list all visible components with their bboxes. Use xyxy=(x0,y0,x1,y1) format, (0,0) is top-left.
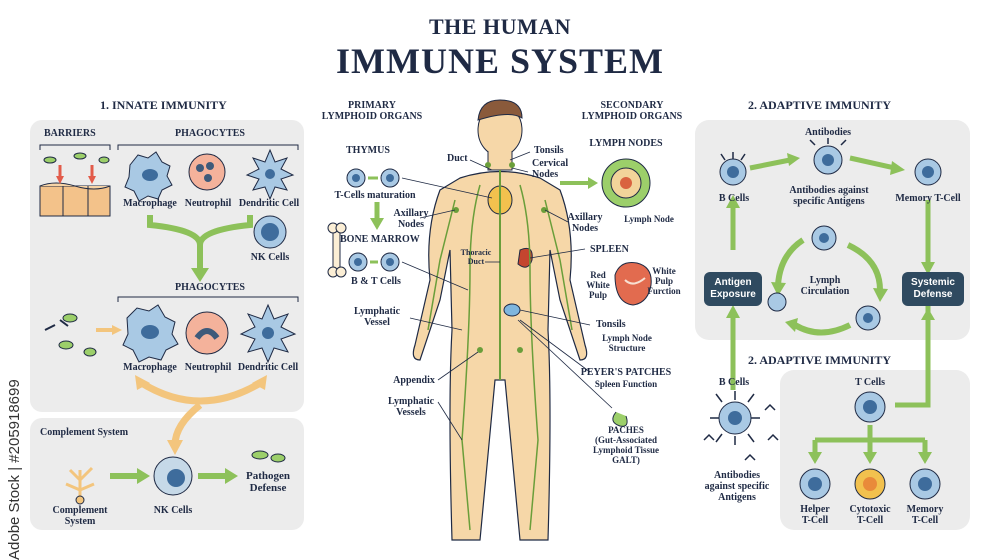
helper-tcell-label: Helper T-Cell xyxy=(800,504,830,526)
neutrophil2-icon xyxy=(185,311,229,355)
helper-tcell-icon xyxy=(799,468,831,500)
primary-organs-label: PRIMARY LYMPHOID ORGANS xyxy=(321,100,423,122)
phagocytes-bracket xyxy=(117,144,299,150)
systemic-defense-box: Systemic Defense xyxy=(902,272,964,306)
neutrophil-icon xyxy=(188,153,226,191)
b-cells2-label: B Cells xyxy=(718,377,750,388)
spleen-detail-icon xyxy=(614,262,652,306)
tonsils-label: Tonsils xyxy=(596,319,626,330)
nk-cell-icon xyxy=(253,215,287,249)
white-pulp-label: White Pulp Furction xyxy=(647,266,681,296)
red-white-pulp-label: Red White Pulp xyxy=(586,270,610,300)
bt-cells-label: B & T Cells xyxy=(351,276,401,287)
pathogens-icon xyxy=(44,313,122,357)
neutrophil-label: Neutrophil xyxy=(184,198,232,209)
phagocytes-top-label: PHAGOCYTES xyxy=(174,128,245,139)
paches-icon xyxy=(612,411,628,427)
phagocytes-mid-label: PHAGOCYTES xyxy=(174,282,245,293)
dendritic-cell-icon xyxy=(245,148,295,201)
antigen-exposure-box: Antigen Exposure xyxy=(704,272,762,306)
memory-tcell-icon xyxy=(914,158,942,186)
spleen-label: SPLEEN xyxy=(590,244,629,255)
phagocytes-bracket-2 xyxy=(117,296,299,302)
title-line2: IMMUNE SYSTEM xyxy=(335,41,665,81)
nk-cells2-label: NK Cells xyxy=(153,505,193,516)
memory-tcell2-icon xyxy=(909,468,941,500)
secondary-organs-label: SECONDARY LYMPHOID ORGANS xyxy=(581,100,683,122)
spleen-function-label: Spleen Function xyxy=(594,379,658,389)
memory-tcell-label: Memory T-Cell xyxy=(895,193,961,204)
lymphatic-vessels-label: Lymphatic Vessels xyxy=(387,396,435,418)
tonsils-top-label: Tonsils xyxy=(534,145,564,156)
lymph-node-label: Lymph Node xyxy=(624,214,674,224)
macrophage-label: Macrophage xyxy=(123,198,177,209)
antibodies-against-label: Antibodies against specific Antigens xyxy=(789,185,869,207)
thymus-cells-icon xyxy=(346,168,400,188)
memory-tcell2-label: Memory T-Cell xyxy=(906,504,944,526)
leader-lines xyxy=(401,151,613,441)
antibodies-against2-label: Antibodies against specific Antigens xyxy=(704,470,770,503)
skin-barrier-icon xyxy=(39,152,111,217)
complement-label: Complement System xyxy=(52,505,108,527)
tcell-maturation-label: T-Cells maturation xyxy=(334,190,416,201)
bone-marrow-cells-icon xyxy=(348,252,400,272)
title-line1: THE HUMAN xyxy=(429,14,571,39)
lymph-circulation-label: Lymph Circulation xyxy=(800,275,850,297)
thoracic-duct-label: Thoracic Duct xyxy=(460,248,492,266)
dendritic2-label: Dendritic Cell xyxy=(237,362,299,373)
adaptive-heading: 2. ADAPTIVE IMMUNITY xyxy=(748,98,892,112)
lymph-circulation-icon xyxy=(767,225,888,336)
bacteria-icon xyxy=(251,450,286,463)
nk-cells-label: NK Cells xyxy=(250,252,290,263)
macrophage2-icon xyxy=(122,304,179,363)
t-cells-label: T Cells xyxy=(854,377,886,388)
dendritic-label: Dendritic Cell xyxy=(238,198,300,209)
neutrophil2-label: Neutrophil xyxy=(184,362,232,373)
macrophage-icon xyxy=(124,151,173,202)
lymphatic-vessel-label: Lymphatic Vessel xyxy=(353,306,401,328)
spleen-organ xyxy=(517,247,533,268)
peyers-patches-label: PEYER'S PATCHES xyxy=(580,367,672,378)
lymph-nodes-label: LYMPH NODES xyxy=(589,138,663,149)
innate-heading: 1. INNATE IMMUNITY xyxy=(100,98,227,112)
dendritic-cell2-icon xyxy=(239,303,297,364)
complement-icon xyxy=(65,466,95,505)
nk-cell2-icon xyxy=(153,456,193,496)
duct-label: Duct xyxy=(447,153,468,164)
paches-label: PACHES (Gut-Associated Lymphoid Tissue G… xyxy=(593,425,659,465)
b-cell-antibodies-icon xyxy=(703,391,779,461)
cervical-nodes-label: Cervical Nodes xyxy=(532,158,569,180)
human-body-icon xyxy=(412,99,588,541)
antibody-cell-icon xyxy=(809,138,847,175)
pathogen-defense-label: Pathogen Defense xyxy=(246,470,290,494)
complement-system-label: Complement System xyxy=(40,427,129,438)
lymph-node-icon xyxy=(560,158,651,208)
bone-icon xyxy=(327,222,347,278)
t-cell-icon xyxy=(854,391,886,423)
b-cell-icon xyxy=(719,152,747,186)
barriers-bracket xyxy=(39,144,111,150)
thymus-label: THYMUS xyxy=(346,145,390,156)
lymph-node-structure-label: Lymph Node Structure xyxy=(602,333,652,353)
b-cells-label: B Cells xyxy=(718,193,750,204)
cytotoxic-tcell-label: Cytotoxic T-Cell xyxy=(849,504,891,526)
barriers-label: BARRIERS xyxy=(44,128,96,139)
cytotoxic-tcell-icon xyxy=(854,468,886,500)
adaptive-heading-2: 2. ADAPTIVE IMMUNITY xyxy=(748,353,892,367)
antibodies-label: Antibodies xyxy=(804,127,852,138)
macrophage2-label: Macrophage xyxy=(123,362,177,373)
bone-marrow-label: BONE MARROW xyxy=(340,234,420,245)
axillary-left-label: Axillary Nodes xyxy=(393,208,429,230)
appendix-label: Appendix xyxy=(393,375,435,386)
axillary-right-label: Axillary Nodes xyxy=(567,212,603,234)
